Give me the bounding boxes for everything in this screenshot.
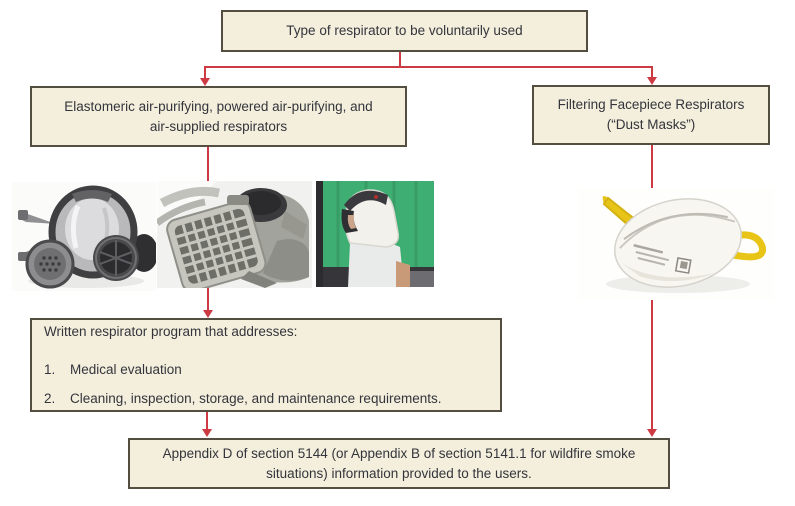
arrowhead-to-right-box [647, 77, 657, 85]
elastomeric-respirators-box: Elastomeric air-purifying, powered air-p… [30, 86, 407, 147]
filtering-facepiece-box: Filtering Facepiece Respirators (“Dust M… [532, 85, 770, 145]
elastomeric-box-line2: air-supplied respirators [149, 118, 288, 134]
filtering-box-line1: Filtering Facepiece Respirators [557, 97, 745, 112]
connector-right-drop [651, 66, 653, 78]
written-program-box: Written respirator program that addresse… [30, 318, 502, 412]
program-item-2-text: Cleaning, inspection, storage, and maint… [70, 390, 442, 406]
connector-branch-horizontal [204, 66, 653, 68]
arrowhead-to-left-box [200, 78, 210, 86]
papr-hood-illustration [316, 181, 434, 287]
arrowhead-right-to-bottom-box [647, 429, 657, 437]
program-item-1: 1. Medical evaluation [44, 360, 182, 380]
top-box-label: Type of respirator to be voluntarily use… [286, 23, 523, 38]
written-program-title: Written respirator program that addresse… [44, 323, 298, 339]
elastomeric-box-line1: Elastomeric air-purifying, powered air-p… [64, 98, 373, 114]
program-item-2: 2. Cleaning, inspection, storage, and ma… [44, 389, 441, 409]
arrowhead-left-to-bottom-box [202, 429, 212, 437]
mask-print-marks [633, 243, 692, 274]
connector-program-to-bottom [206, 412, 208, 431]
appendix-box-label: Appendix D of section 5144 (or Appendix … [162, 445, 636, 481]
appendix-box: Appendix D of section 5144 (or Appendix … [128, 438, 670, 489]
filtering-facepiece-dust-mask-photo [578, 188, 774, 300]
program-item-1-number: 1. [44, 361, 56, 377]
top-box: Type of respirator to be voluntarily use… [221, 10, 588, 52]
full-facepiece-respirator-illustration [12, 182, 156, 291]
program-item-2-number: 2. [44, 390, 56, 406]
half-mask-elastomeric-respirator-cartridge-photo [157, 181, 312, 288]
half-mask-respirator-illustration [157, 181, 312, 288]
filtering-box-line2: (“Dust Masks”) [606, 117, 696, 132]
powered-air-purifying-respirator-hood-photo [316, 181, 434, 287]
dust-mask-illustration [578, 188, 774, 300]
connector-left-drop [204, 66, 206, 79]
connector-top-stub [399, 52, 401, 67]
arrowhead-to-program-box [203, 310, 213, 318]
program-item-1-text: Medical evaluation [70, 361, 182, 377]
full-facepiece-elastomeric-respirator-photo [12, 182, 156, 291]
